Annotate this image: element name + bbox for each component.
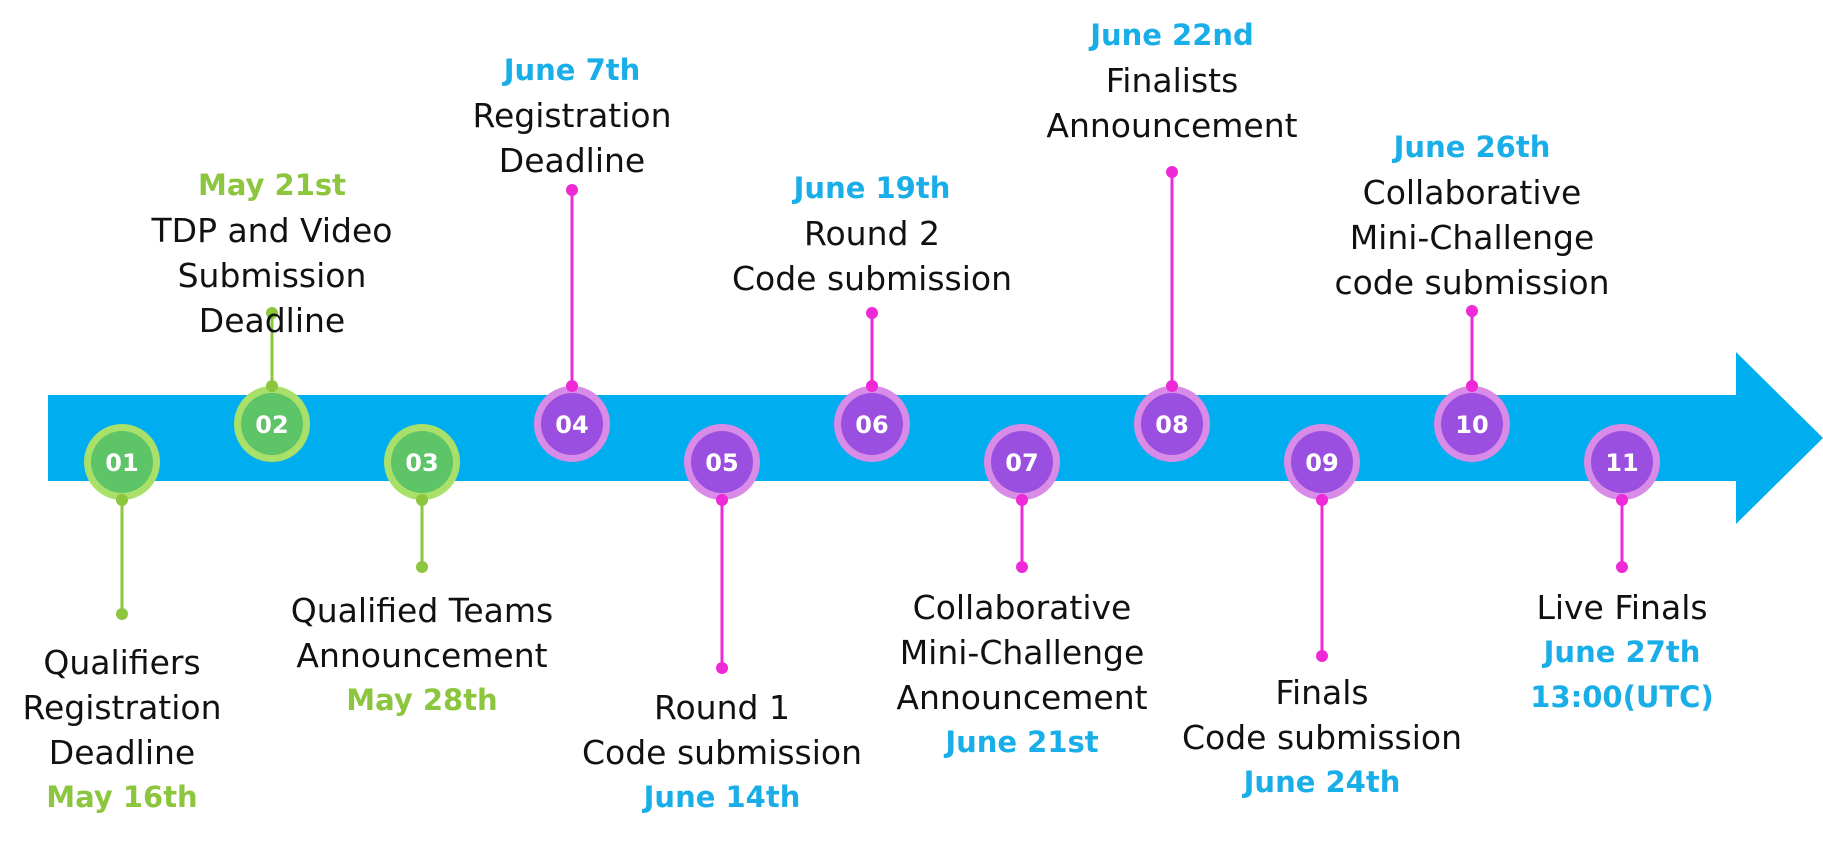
milestone-number-02: 02 [255, 411, 288, 439]
milestone-title: Live Finals [1536, 588, 1708, 627]
milestone-number-09: 09 [1305, 449, 1338, 477]
milestone-node-10 [1441, 393, 1503, 455]
milestone-knob-07 [1016, 494, 1028, 506]
milestone-node-05 [691, 431, 753, 493]
milestone-title: Collaborative Mini-Challenge Announcemen… [896, 588, 1148, 717]
milestone-node-02 [241, 393, 303, 455]
milestone-knob-06 [866, 380, 878, 392]
connector-end-dot-02 [266, 307, 278, 319]
milestone-knob-09 [1316, 494, 1328, 506]
milestone-number-11: 11 [1605, 449, 1638, 477]
connector-end-dot-06 [866, 307, 878, 319]
milestone-number-03: 03 [405, 449, 438, 477]
milestone-date: June 22nd [1090, 18, 1254, 52]
milestone-date: June 27th 13:00(UTC) [1530, 635, 1714, 714]
milestone-knob-08 [1166, 380, 1178, 392]
milestone-node-04 [541, 393, 603, 455]
milestone-number-10: 10 [1455, 411, 1488, 439]
milestone-node-07 [991, 431, 1053, 493]
milestone-label-07: Collaborative Mini-Challenge Announcemen… [852, 585, 1192, 765]
milestone-title: Finalists Announcement [1046, 61, 1298, 145]
milestone-date: June 24th [1243, 765, 1401, 799]
milestone-title: Qualified Teams Announcement [290, 591, 554, 675]
milestone-title: Qualifiers Registration Deadline [22, 643, 222, 772]
milestone-knob-10 [1466, 380, 1478, 392]
milestone-node-09 [1291, 431, 1353, 493]
milestone-knob-02 [266, 380, 278, 392]
milestone-number-08: 08 [1155, 411, 1188, 439]
milestone-title: Registration Deadline [472, 96, 672, 180]
milestone-node-11 [1591, 431, 1653, 493]
connector-end-dot-01 [116, 608, 128, 620]
milestone-date: May 16th [46, 780, 198, 814]
milestone-nodes: 01 02 03 04 05 06 07 08 09 10 11 [84, 380, 1660, 506]
connector-end-dot-04 [566, 184, 578, 196]
milestone-node-08 [1141, 393, 1203, 455]
milestone-date: June 21st [945, 725, 1099, 759]
connector-end-dot-10 [1466, 305, 1478, 317]
milestone-knob-05 [716, 494, 728, 506]
milestone-node-06 [841, 393, 903, 455]
connector-end-dot-11 [1616, 561, 1628, 573]
milestone-date: May 28th [346, 683, 498, 717]
milestone-title: Round 1 Code submission [581, 688, 862, 772]
milestone-knob-04 [566, 380, 578, 392]
milestone-title: Finals Code submission [1181, 673, 1462, 757]
connector-end-dot-03 [416, 561, 428, 573]
connector-end-dot-08 [1166, 166, 1178, 178]
milestone-knob-11 [1616, 494, 1628, 506]
timeline-arrow-head [1736, 352, 1823, 524]
milestone-date: June 19th [793, 171, 951, 205]
milestone-knob-03 [416, 494, 428, 506]
connector-end-dot-05 [716, 662, 728, 674]
milestone-node-03 [391, 431, 453, 493]
milestone-title: TDP and Video Submission Deadline [151, 211, 393, 340]
milestone-title: Collaborative Mini-Challenge code submis… [1334, 173, 1610, 302]
milestone-date: May 21st [197, 168, 347, 202]
connector-end-dot-07 [1016, 561, 1028, 573]
milestone-knob-01 [116, 494, 128, 506]
connector-end-dot-09 [1316, 650, 1328, 662]
connector-lines [116, 166, 1628, 674]
milestone-number-07: 07 [1005, 449, 1038, 477]
milestone-date: June 7th [503, 53, 641, 87]
milestone-number-04: 04 [555, 411, 588, 439]
milestone-node-01 [91, 431, 153, 493]
milestone-number-06: 06 [855, 411, 888, 439]
milestone-number-01: 01 [105, 449, 138, 477]
milestone-title: Round 2 Code submission [731, 214, 1012, 298]
milestone-number-05: 05 [705, 449, 738, 477]
milestone-date: June 14th [643, 780, 801, 814]
milestone-date: June 26th [1393, 130, 1551, 164]
